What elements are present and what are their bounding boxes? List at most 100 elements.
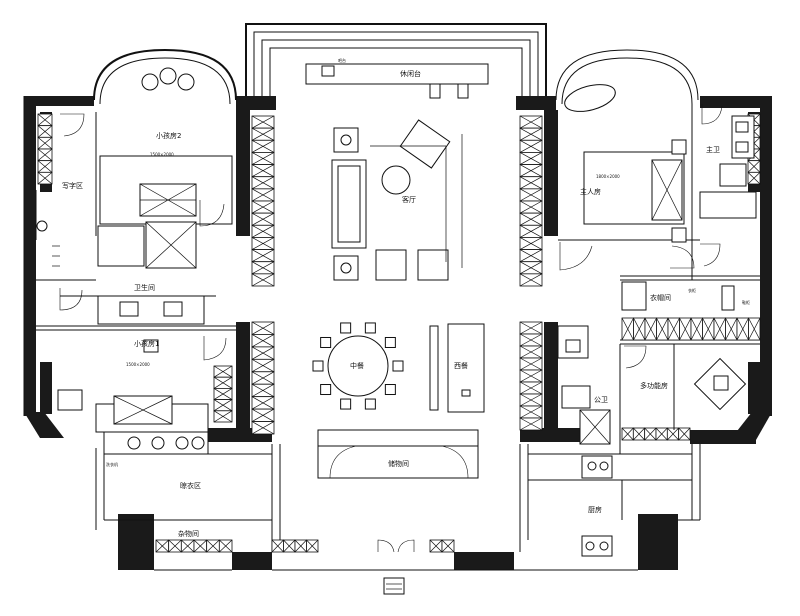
cabinet-hatch [678,427,691,441]
cabinet-hatch [251,359,275,373]
label-study-area: 写字区 [62,181,83,190]
public-bath-multi-room [557,325,747,454]
cabinet-hatch [633,317,646,341]
label-closet-tag: 衣柜 [688,287,696,293]
cabinet-hatch [519,200,543,214]
cabinet-hatch [621,427,634,441]
cabinet-hatch [168,539,182,553]
cabinet-hatch [251,249,275,263]
label-small-bedroom-1: 小孩房1 [134,339,159,348]
small-bedroom-1 [57,336,227,455]
cabinet-hatch [429,539,443,553]
cabinet-hatch [441,539,455,553]
dining-chair [340,398,352,410]
cabinet-hatch [213,376,233,389]
label-western-dining: 西餐 [454,361,468,370]
cabinet-hatch [725,317,738,341]
dining-chair [384,336,396,348]
label-washer-tag: 洗衣机 [106,461,118,467]
cabinet-hatch [251,273,275,287]
cabinet-hatch [519,261,543,275]
cabinet-hatch [644,427,657,441]
cabinet-hatch [747,172,761,185]
cabinet-hatch [251,139,275,153]
cabinets [37,113,761,553]
kitchen [581,455,623,557]
cabinet-hatch [251,396,275,410]
cabinet-hatch [519,212,543,226]
cabinet-hatch [519,369,543,383]
cabinet-hatch [251,188,275,202]
label-bed-size-master: 1800×2000 [596,174,620,179]
label-storage-room: 储物间 [388,459,409,468]
cabinet-hatch [251,321,275,335]
cabinet-hatch [251,371,275,385]
cabinet-hatch [37,125,53,138]
cabinet-hatch [251,212,275,226]
cabinet-hatch [283,539,296,553]
cabinet-hatch [251,115,275,129]
cabinet-hatch [667,427,679,441]
cabinet-hatch [251,164,275,178]
cabinet-hatch [519,176,543,190]
cabinet-hatch [702,317,715,341]
label-shoe-cabinet: 鞋柜 [742,299,750,305]
cabinet-hatch [633,427,645,441]
dining-chair [312,360,324,372]
small-bedroom-2 [35,112,233,325]
cabinet-hatch [213,399,233,412]
cabinet-hatch [213,365,233,378]
cabinet-hatch [37,137,53,150]
label-utility-room: 杂物间 [178,529,199,538]
top-bay [245,23,547,104]
cabinet-hatch [271,539,284,553]
cabinet-hatch [37,113,53,126]
cabinet-hatch [519,152,543,165]
cabinet-hatch [37,148,53,161]
cabinet-hatch [519,273,543,287]
cabinet-hatch [519,345,543,359]
cabinet-hatch [519,249,543,263]
dining-chair [384,384,396,396]
dining-chair [364,322,376,334]
cabinet-hatch [37,160,53,173]
cabinet-hatch [519,405,543,419]
cabinet-hatch [621,317,634,341]
cabinet-hatch [519,127,543,141]
cabinet-hatch [251,346,275,360]
cabinet-hatch [713,317,726,341]
label-laundry-area: 晾衣区 [180,481,201,490]
cabinet-hatch [251,200,275,214]
cabinet-hatch [251,237,275,250]
cabinet-hatch [519,115,543,129]
dining-chair [320,384,332,396]
cabinet-hatch [667,317,680,341]
cabinet-hatch [644,317,657,341]
cabinet-hatch [213,388,233,400]
cabinet-hatch [213,410,233,423]
cabinet-hatch [679,317,692,341]
label-master-bath: 主卫 [706,145,720,154]
label-kitchen: 厨房 [588,505,602,514]
cabinet-hatch [519,224,543,238]
dining-chair [364,398,376,410]
cabinet-hatch [251,383,275,397]
cabinet-hatch [251,176,275,190]
cabinet-hatch [206,539,220,553]
cabinet-hatch [519,321,543,335]
cabinet-hatch [181,539,195,553]
label-master-bedroom: 主人房 [580,187,601,196]
cabinet-hatch [251,421,275,435]
room-labels: 休闲台 客厅 小孩房2 小孩房1 写字区 卫生间 主人房 主卫 衣帽间 多功能房… [62,57,750,538]
cabinet-hatch [37,172,53,185]
cabinet-hatch [519,333,543,347]
cabinet-hatch [690,317,703,341]
label-closet: 衣帽间 [650,293,671,302]
cabinet-hatch [656,317,669,341]
cabinet-hatch [519,237,543,250]
dining-chair [320,336,332,348]
cabinet-hatch [736,317,749,341]
cabinet-hatch [747,160,761,173]
dining-chairs [312,322,404,410]
